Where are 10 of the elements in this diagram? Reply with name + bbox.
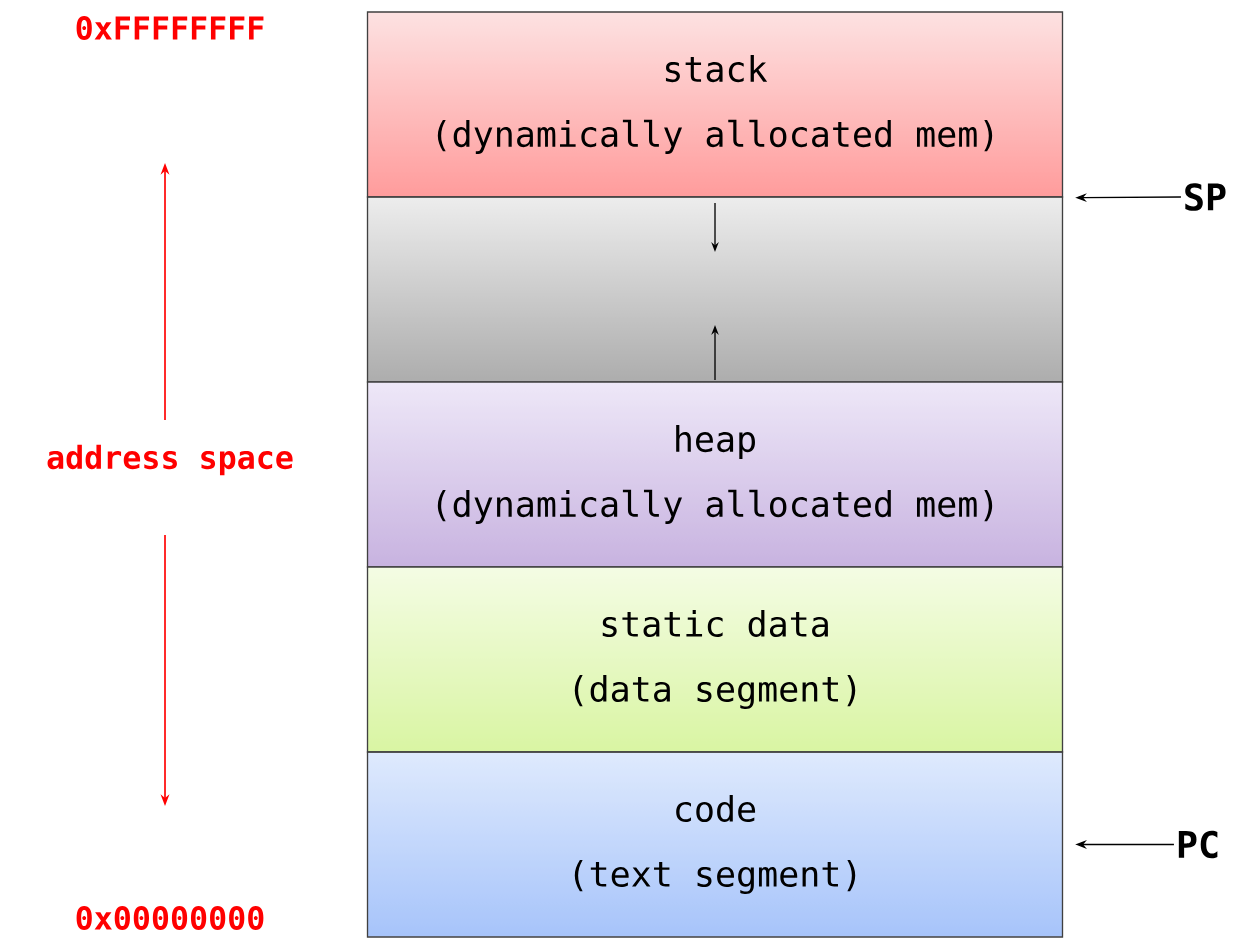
pointer-label: SP [1185,183,1226,211]
memory-segment-box: heap (dynamically allocated mem) [366,381,1064,568]
memory-segment-box: code (text segment) [366,751,1064,938]
address-label: 0x00000000 [76,906,264,930]
memory-segment-box: stack (dynamically allocated mem) [366,11,1064,198]
address-label: address space [47,444,293,476]
memory-segment-box: static data (data segment) [366,566,1064,753]
address-label: 0xFFFFFFFF [76,16,264,40]
pointer-label: PC [1178,830,1218,859]
free-space-box [366,196,1064,383]
